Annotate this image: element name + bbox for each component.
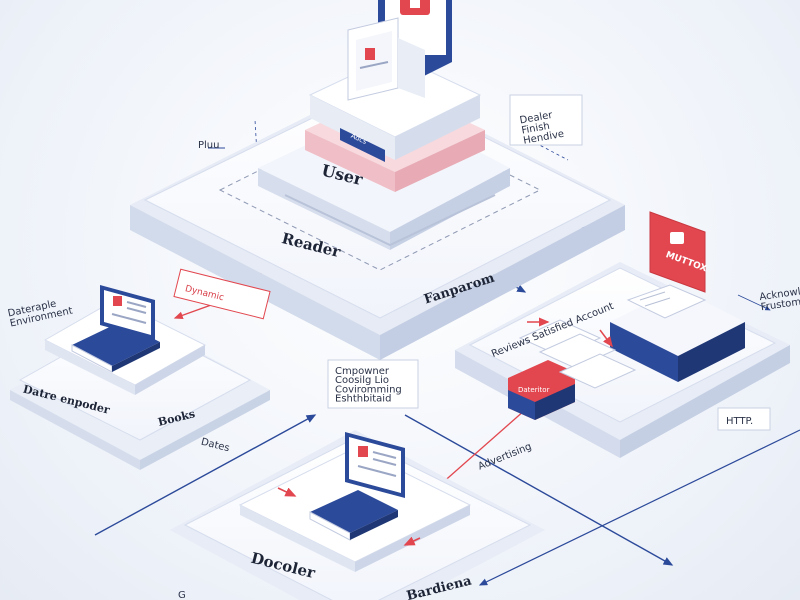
- dates-label: Dates: [200, 437, 231, 455]
- http-label: HTTP.: [726, 416, 753, 427]
- user-badge: [340, 128, 385, 162]
- dateraple-label: DaterapleEnvironment: [7, 295, 74, 329]
- user-core: [305, 0, 485, 192]
- pluu-label: Pluu: [198, 140, 219, 151]
- reviews-platform: [455, 211, 790, 458]
- dataeritor-label: Dateritor: [518, 386, 550, 394]
- dynamic-tag: [173, 268, 271, 320]
- book-icon: [310, 490, 398, 533]
- compare-note: [327, 359, 419, 409]
- red-card: [649, 211, 706, 293]
- books-platform: [10, 285, 270, 470]
- http-tag: [717, 407, 771, 431]
- ack-label: AcknowledFrustoms: [759, 285, 800, 314]
- docoler-platform: [170, 430, 545, 600]
- book-icon: [626, 284, 707, 319]
- message-icon: [670, 232, 684, 244]
- dealer-tag: [509, 94, 583, 146]
- corner-g-label: G: [178, 590, 186, 600]
